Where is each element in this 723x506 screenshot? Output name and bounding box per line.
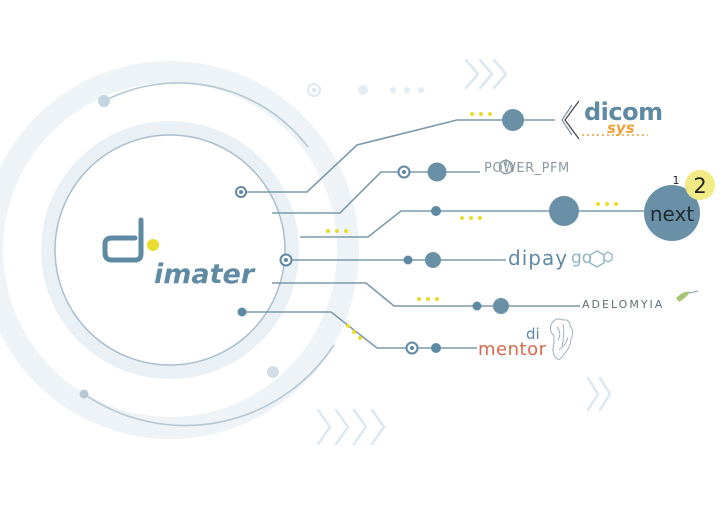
node — [239, 190, 243, 194]
node-large — [427, 162, 447, 182]
node — [410, 346, 414, 350]
node — [402, 170, 406, 174]
next-label: next — [650, 202, 694, 226]
brain-icon — [549, 318, 574, 360]
hexagon-icon — [589, 250, 613, 268]
yellow-dot-groups — [326, 112, 618, 340]
chevron-right-icon — [464, 58, 508, 90]
node — [403, 255, 413, 265]
hub-rings — [0, 61, 359, 439]
logo-dot — [147, 239, 159, 251]
line-next — [300, 210, 645, 238]
dimater-logo: imater — [102, 217, 256, 290]
yellow-dots — [417, 297, 439, 301]
line-adelomyia — [272, 282, 580, 307]
chevron-right-icon — [316, 408, 386, 446]
line-dicom — [241, 119, 555, 193]
yellow-dots — [596, 202, 618, 206]
line-nodes — [235, 109, 579, 355]
yellow-dots — [326, 229, 348, 233]
inner-pale-ring — [41, 121, 299, 379]
arc-dot — [98, 95, 110, 107]
chevron-left-icon — [561, 100, 580, 140]
dimentor-title: mentor — [478, 339, 547, 360]
top-dots — [307, 83, 424, 97]
chevron-right-icon — [586, 376, 612, 412]
adelomyia-title: ADELOMYIA — [582, 298, 665, 311]
next-circle — [644, 185, 700, 241]
next-badge: 2 1 next — [644, 170, 715, 241]
node-large — [425, 252, 441, 268]
dot — [404, 87, 410, 93]
bottom-arc — [83, 344, 335, 427]
yellow-dots — [470, 112, 492, 116]
inner-ring — [54, 134, 286, 366]
top-arc — [103, 82, 309, 148]
logo-word: imater — [154, 259, 256, 290]
dot — [358, 85, 368, 95]
dot — [307, 83, 321, 97]
dipay-go: go — [571, 248, 593, 268]
outer-pale-ring — [0, 61, 359, 439]
chevron-decorations — [316, 58, 612, 446]
dicom-title: dicom — [584, 98, 663, 126]
node — [284, 258, 288, 262]
arc-dot — [79, 389, 89, 399]
badge-number-2: 2 — [693, 174, 706, 198]
dipay-title: dipay — [508, 246, 569, 270]
node — [472, 301, 482, 311]
power-icon — [498, 159, 514, 175]
logo-d-shape — [102, 217, 144, 263]
node — [431, 206, 441, 216]
node-large — [502, 109, 524, 131]
dicom-subtitle: sys — [607, 119, 635, 137]
yellow-dots — [346, 324, 362, 340]
yellow-dots — [460, 216, 482, 220]
hummingbird-icon — [676, 290, 699, 302]
dot — [418, 87, 424, 93]
dimentor-prefix: di — [526, 325, 540, 343]
arc-dot — [267, 366, 279, 378]
power-pfm-title: POWER_PFM — [484, 161, 570, 176]
badge-circle — [685, 170, 715, 200]
node — [237, 307, 247, 317]
node — [431, 343, 441, 353]
connection-lines — [241, 119, 645, 349]
node-large — [493, 298, 509, 314]
dot — [390, 87, 396, 93]
dot — [311, 87, 317, 93]
badge-number-1: 1 — [673, 174, 680, 187]
node-large — [549, 196, 579, 226]
